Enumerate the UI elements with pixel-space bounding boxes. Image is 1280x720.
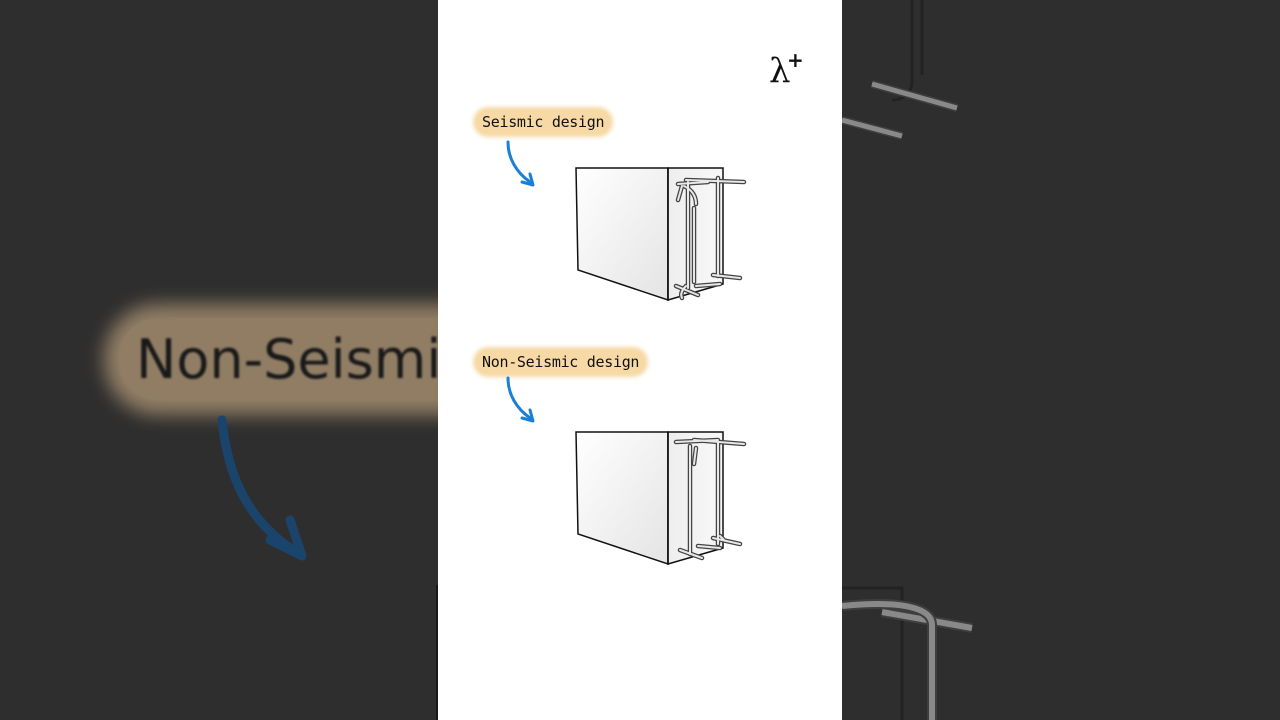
brand-logo: λ + xyxy=(767,48,807,92)
blurred-background-right xyxy=(842,0,1280,720)
background-arrow-icon xyxy=(217,415,438,720)
seismic-column-diagram xyxy=(575,167,747,302)
background-rebar-icon xyxy=(842,0,973,720)
non-seismic-column-diagram xyxy=(575,431,747,566)
lambda-icon: λ xyxy=(769,51,791,91)
concrete-front-face xyxy=(575,431,669,566)
curved-arrow-icon xyxy=(506,140,535,187)
blurred-background-left: Non-Seismic d xyxy=(0,0,438,720)
rebar-cage xyxy=(673,437,747,561)
seismic-design-label: Seismic design xyxy=(476,110,611,134)
background-label: Non-Seismic d xyxy=(118,318,438,401)
plus-icon: + xyxy=(787,48,804,72)
non-seismic-design-label: Non-Seismic design xyxy=(476,350,646,374)
concrete-front-face xyxy=(575,167,669,302)
curved-arrow-icon xyxy=(506,376,535,423)
rebar-cage xyxy=(673,175,747,301)
content-panel: λ + Seismic design xyxy=(438,0,842,720)
